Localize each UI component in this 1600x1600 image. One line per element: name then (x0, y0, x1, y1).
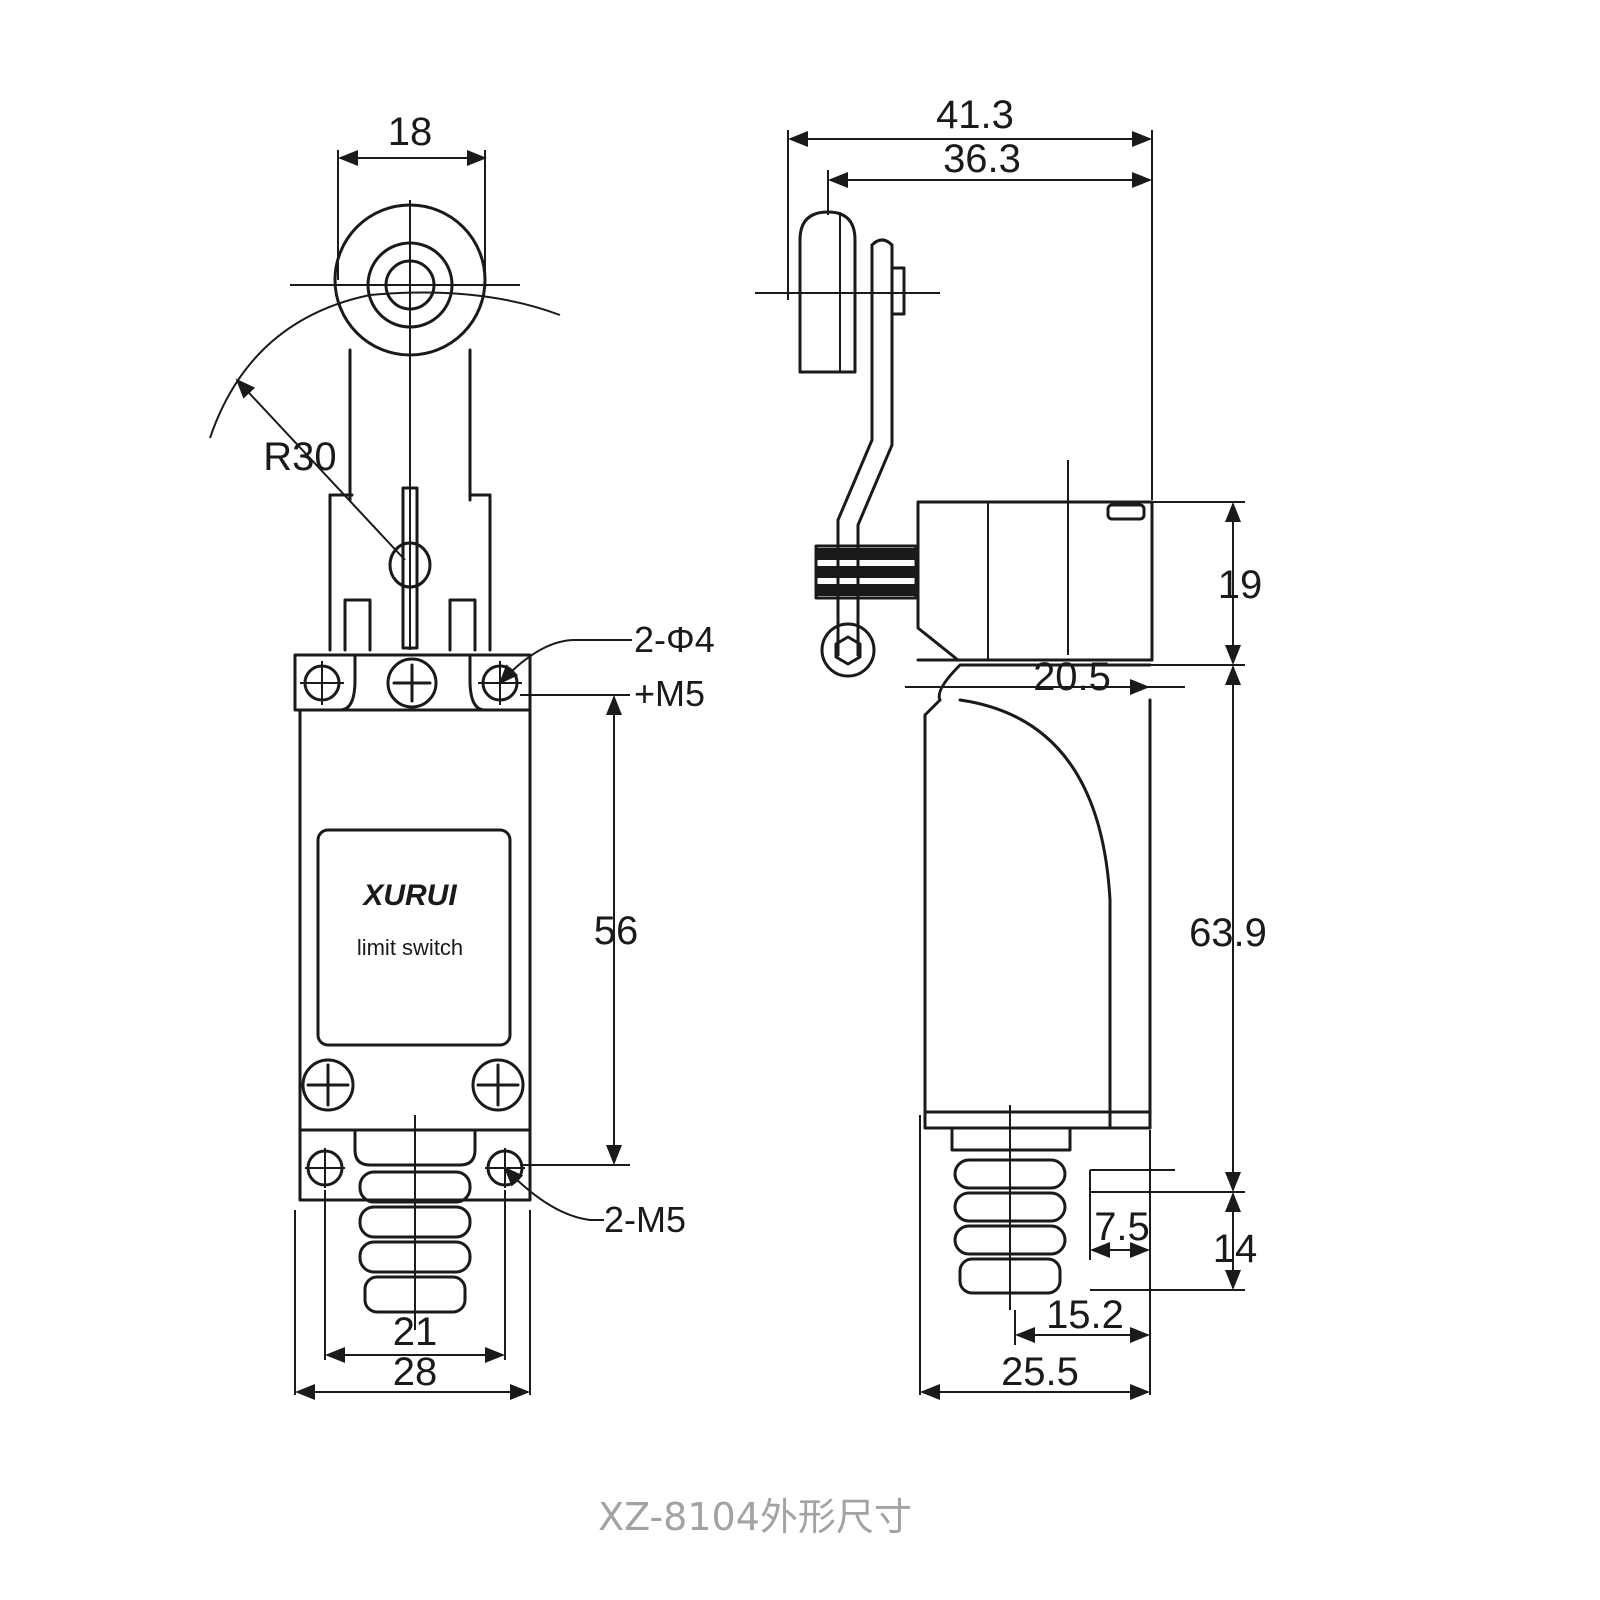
dim-hole-spacing: 56 (594, 909, 639, 953)
dim-thread-top: +M5 (634, 673, 705, 714)
dim-mount-holes-bottom: 2-M5 (604, 1199, 686, 1240)
brand-logo: XURUI (361, 879, 457, 912)
product-label: limit switch (357, 935, 463, 960)
switch-body (298, 708, 532, 1132)
dim-conduit-offset: 7.5 (1094, 1205, 1150, 1249)
side-body (919, 663, 1152, 1395)
dim-roller-width: 18 (388, 110, 433, 154)
swing-arc (209, 291, 561, 439)
dim-mount-holes-top: 2-Φ4 (634, 619, 715, 660)
side-roller (755, 210, 940, 374)
dim-arm-radius: R30 (263, 435, 336, 479)
dim-body-depth: 25.5 (1001, 1350, 1079, 1394)
front-view: XURUI limit switch (209, 110, 715, 1400)
top-mount-plate (293, 653, 532, 712)
lever-arm (328, 348, 492, 652)
dim-hole-pitch: 21 (393, 1310, 438, 1354)
side-head (916, 460, 1154, 662)
dim-head-height: 19 (1218, 563, 1263, 607)
side-lever-arm (814, 238, 918, 678)
side-view: 41.3 36.3 19 20.5 63.9 7.5 14 15.2 25.5 (755, 93, 1267, 1400)
figure-caption: XZ-8104外形尺寸 (598, 1495, 912, 1539)
dim-conduit-height: 14 (1213, 1227, 1258, 1271)
side-conduit (950, 1105, 1072, 1310)
dim-body-height: 63.9 (1189, 911, 1267, 955)
dim-head-depth: 20.5 (1033, 655, 1111, 699)
dim-roller-offset: 36.3 (943, 137, 1021, 181)
dim-body-width: 28 (393, 1350, 438, 1394)
dim-overall-width: 41.3 (936, 93, 1014, 137)
cable-gland (353, 1115, 477, 1330)
dim-conduit-depth: 15.2 (1046, 1293, 1124, 1337)
